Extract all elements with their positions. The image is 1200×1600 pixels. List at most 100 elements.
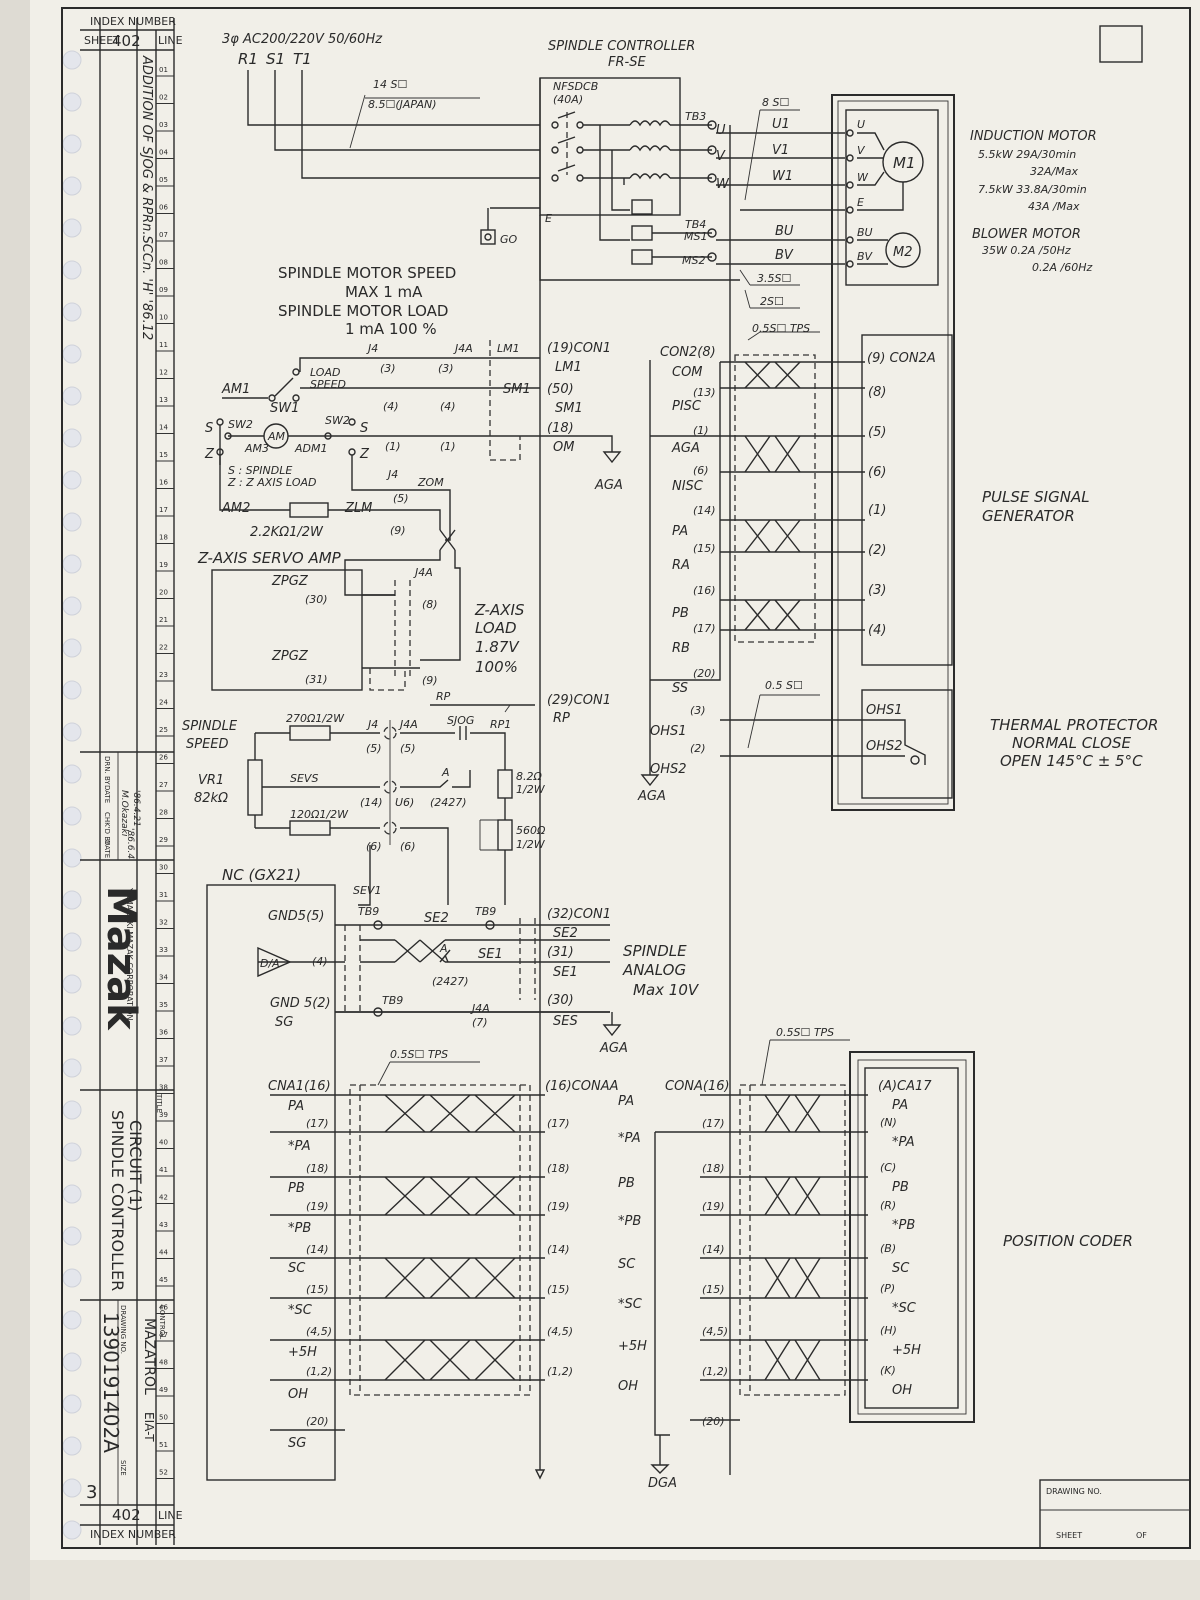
pos-coder-pin: (C) (880, 1161, 896, 1174)
pulse-right-pin: (4) (868, 623, 886, 638)
position-cna1: CNA1(16) (268, 1079, 331, 1094)
speed-sevs: SEVS (290, 772, 318, 785)
line-number: 12 (159, 369, 168, 377)
pos-right-pin: (4,5) (702, 1325, 728, 1338)
pos-right-pin: (20) (702, 1415, 725, 1428)
line-number: 03 (159, 121, 168, 129)
line-number: 38 (159, 1084, 168, 1092)
meter-sw2b: SW2 (325, 414, 350, 427)
pulse-twist (774, 519, 801, 553)
line-number: 16 (159, 479, 168, 487)
meter-am2: AM2 (221, 501, 250, 516)
meter-am3: AM3 (244, 442, 269, 455)
bottom-of-label: OF (1136, 1531, 1147, 1540)
pos-right-pin: (14) (702, 1243, 725, 1256)
pos-right-pin: (15) (702, 1283, 725, 1296)
binder-hole (62, 1142, 82, 1162)
nc-box (206, 884, 336, 1481)
thermal-pin3: (3) (690, 704, 706, 717)
meter-om: OM (553, 440, 574, 455)
pos-twist (794, 1176, 821, 1216)
line-number: 11 (159, 341, 168, 349)
meter-s-left: S (205, 421, 213, 436)
binder-hole (62, 1394, 82, 1414)
line-number: 24 (159, 699, 168, 707)
pulse-twist (744, 519, 771, 553)
induction-motor-label: INDUCTION MOTOR (970, 129, 1097, 144)
line-number: 18 (159, 534, 168, 542)
phase-t1: T1 (293, 50, 312, 68)
thermal-wires (720, 694, 926, 765)
w-terminal: W (716, 177, 730, 192)
bv-label: BV (775, 248, 794, 263)
zaxis-load3: 1.87V (475, 638, 520, 656)
pulse-generator-label2: GENERATOR (982, 507, 1075, 525)
e-label: E (545, 212, 552, 225)
pos-coder-signal: *SC (892, 1301, 917, 1316)
line-number: 33 (159, 946, 168, 954)
nc-pin7: (7) (472, 1016, 488, 1029)
blower-motor-label: BLOWER MOTOR (972, 227, 1081, 242)
line-number: 51 (159, 1441, 168, 1449)
binder-hole (62, 1310, 82, 1330)
meter-pin4a: (4) (383, 400, 399, 413)
pos-coder-signal: *PA (892, 1135, 915, 1150)
speed-rp1: RP1 (490, 718, 511, 731)
title-strip (80, 18, 175, 1545)
breaker-label: NFSDCB (553, 80, 598, 93)
speed-wires (247, 704, 535, 906)
position-conaa: (16)CONAA (545, 1079, 619, 1094)
meter-pin3a: (3) (380, 362, 396, 375)
drn-date: '86.4.21 (131, 790, 141, 827)
speed-pin5a: (5) (366, 742, 382, 755)
meter-zom: ZOM (417, 476, 444, 489)
speed-j4a: J4A (398, 718, 418, 731)
pulse-right-pin: (2) (868, 543, 886, 558)
pos-left-signal: PA (288, 1099, 304, 1114)
line-number: 06 (159, 204, 168, 212)
pos-twist (384, 1339, 426, 1381)
meter-line3: SPINDLE MOTOR LOAD (278, 302, 448, 320)
pos-mid-signal: *PA (618, 1131, 641, 1146)
pulse-cable: 0.5S☐ TPS (752, 322, 810, 335)
phase-s1: S1 (266, 50, 285, 68)
meter-j4: J4 (366, 342, 378, 355)
control-value: MAZATROL (141, 1318, 157, 1395)
spindle-controller-label: SPINDLE CONTROLLER (548, 39, 695, 54)
pulse-twist (744, 435, 771, 473)
zaxis-load2: LOAD (475, 619, 517, 637)
line-number: 41 (159, 1166, 168, 1174)
binder-hole (62, 764, 82, 784)
line-number: 30 (159, 864, 168, 872)
speed-pin14: (14) (360, 796, 383, 809)
pulse-left-pin: (16) (693, 584, 716, 597)
pos-coder-signal: PA (892, 1098, 908, 1113)
binder-hole (62, 890, 82, 910)
speed-res4b: 1/2W (516, 838, 546, 851)
line-number: 26 (159, 754, 168, 762)
speed-res1: 270Ω1/2W (286, 712, 345, 725)
nc-analog-wires (257, 918, 622, 1037)
line-number: 10 (159, 314, 168, 322)
cable-14-note: 8.5☐(JAPAN) (368, 98, 437, 111)
position-dga: DGA (648, 1476, 677, 1491)
line-number: 01 (159, 66, 168, 74)
meter-z-right: Z (359, 447, 370, 462)
pos-left-signal: +5H (288, 1345, 317, 1360)
thermal-label2: NORMAL CLOSE (1012, 734, 1131, 752)
pos-coder-pin: (B) (880, 1242, 896, 1255)
line-number: 07 (159, 231, 168, 239)
pos-right-pin: (19) (702, 1200, 725, 1213)
binder-hole (62, 260, 82, 280)
speed-rp2: RP (553, 711, 570, 726)
go-label: GO (500, 233, 518, 246)
line-number: 52 (159, 1469, 168, 1477)
zaxis-zpgz1: ZPGZ (271, 574, 309, 589)
nc-se1b: SE1 (553, 965, 578, 980)
binder-hole (62, 470, 82, 490)
line-number: 19 (159, 561, 168, 569)
line-number: 25 (159, 726, 168, 734)
meter-am1: AM1 (221, 382, 250, 397)
meter-j4-b: J4 (386, 468, 398, 481)
motor-wires (716, 94, 955, 1475)
